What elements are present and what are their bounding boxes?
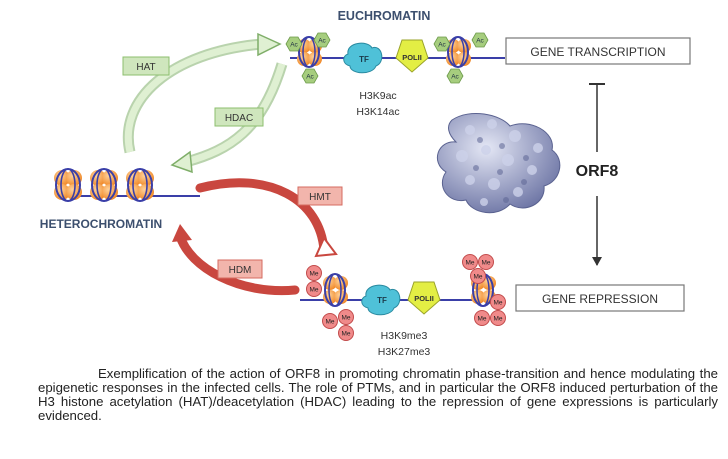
hat-label: HAT	[136, 62, 155, 73]
hdac-label: HDAC	[225, 113, 253, 124]
polii-top: POLII	[395, 39, 429, 73]
hat-hdac-cycle	[122, 32, 288, 174]
hmt-box: HMT	[297, 186, 343, 206]
hdm-label: HDM	[229, 265, 252, 276]
svg-text:Me: Me	[473, 274, 482, 281]
polii-label-bottom: POLII	[414, 294, 434, 303]
ac-marks: Ac Ac Ac Ac Ac Ac	[285, 32, 489, 84]
svg-text:Me: Me	[493, 300, 502, 307]
ac-mark: Ac	[301, 68, 319, 84]
hdac-box: HDAC	[214, 107, 264, 127]
me-mark: Me	[490, 294, 506, 310]
me-mark: Me	[474, 310, 490, 326]
tf-top: TF	[343, 42, 383, 74]
mark-h3k9me3: H3K9me3	[381, 330, 428, 342]
svg-text:Me: Me	[477, 316, 486, 323]
mark-h3k9ac: H3K9ac	[359, 90, 396, 102]
svg-text:Me: Me	[309, 287, 318, 294]
me-mark: Me	[338, 325, 354, 341]
hdm-box: HDM	[217, 259, 263, 279]
caption-text: Exemplification of the action of ORF8 in…	[38, 366, 718, 423]
me-mark: Me	[470, 268, 486, 284]
ac-mark: Ac	[471, 32, 489, 48]
svg-text:Me: Me	[481, 260, 490, 267]
gene-repression-box: GENE REPRESSION	[515, 284, 685, 312]
me-mark: Me	[322, 313, 338, 329]
tf-bottom: TF	[361, 284, 401, 316]
inhibition-line	[589, 83, 605, 152]
me-mark: Me	[306, 265, 322, 281]
svg-text:Ac: Ac	[290, 42, 298, 49]
svg-text:Me: Me	[341, 315, 350, 322]
heterochromatin-nucleosomes	[54, 168, 200, 202]
mark-h3k14ac: H3K14ac	[356, 106, 399, 118]
figure-caption: Exemplification of the action of ORF8 in…	[38, 367, 718, 423]
svg-text:Ac: Ac	[451, 74, 459, 81]
ac-mark: Ac	[433, 36, 451, 52]
gene-repression-label: GENE REPRESSION	[542, 292, 658, 306]
tf-label-top: TF	[359, 55, 369, 64]
ac-mark: Ac	[446, 68, 464, 84]
ac-mark: Ac	[313, 32, 331, 48]
hmt-label: HMT	[309, 192, 331, 203]
mark-h3k27me3: H3K27me3	[378, 346, 431, 358]
svg-text:Me: Me	[341, 331, 350, 338]
me-mark: Me	[462, 254, 478, 270]
gene-transcription-box: GENE TRANSCRIPTION	[505, 37, 691, 65]
svg-text:Ac: Ac	[306, 74, 314, 81]
svg-text:Me: Me	[465, 260, 474, 267]
me-mark: Me	[490, 310, 506, 326]
tf-label-bottom: TF	[377, 296, 387, 305]
euchromatin-label: EUCHROMATIN	[338, 9, 431, 23]
svg-text:Me: Me	[493, 316, 502, 323]
orf8-label: ORF8	[576, 163, 619, 180]
gene-transcription-label: GENE TRANSCRIPTION	[530, 45, 665, 59]
svg-text:Ac: Ac	[318, 38, 326, 45]
me-mark: Me	[478, 254, 494, 270]
polii-bottom: POLII	[407, 281, 441, 315]
hat-box: HAT	[122, 56, 170, 76]
heterochromatin-label: HETEROCHROMATIN	[40, 217, 162, 231]
svg-text:Ac: Ac	[476, 38, 484, 45]
me-mark: Me	[338, 309, 354, 325]
svg-text:Me: Me	[325, 319, 334, 326]
ac-mark: Ac	[285, 36, 303, 52]
polii-label-top: POLII	[402, 53, 422, 62]
me-marks: Me Me Me Me Me Me Me Me Me Me Me	[306, 254, 506, 341]
orf8-protein-structure	[436, 113, 561, 214]
svg-text:Me: Me	[309, 271, 318, 278]
svg-text:Ac: Ac	[438, 42, 446, 49]
me-mark: Me	[306, 281, 322, 297]
